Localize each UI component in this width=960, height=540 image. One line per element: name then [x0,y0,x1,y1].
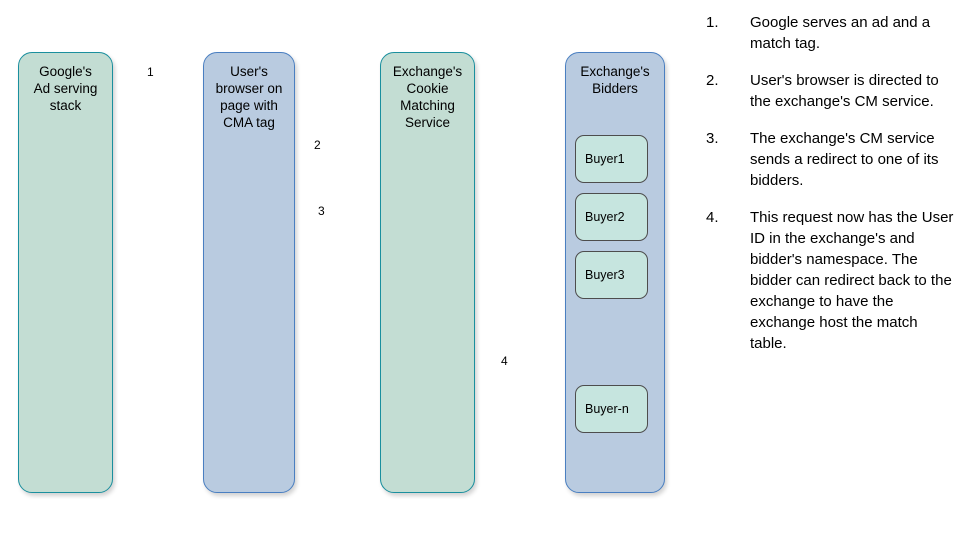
list-item: 4. This request now has the User ID in t… [706,207,954,354]
buyer-label-buyer3: Buyer3 [585,268,625,282]
buyer-label-buyer-n: Buyer-n [585,402,629,416]
step-text-1: Google serves an ad and a match tag. [750,14,931,52]
buyer-box-buyer1: Buyer1 [575,135,648,183]
step-number-2: 2. [706,72,719,89]
list-item: 1. Google serves an ad and a match tag. [706,12,954,54]
step-text-3: The exchange's CM service sends a redire… [750,130,939,189]
list-item: 2. User's browser is directed to the exc… [706,70,954,112]
lane-exchange-cookie-matching-service: Exchange's Cookie Matching Service [380,52,475,493]
step-text-4: This request now has the User ID in the … [750,209,954,352]
step-number-1: 1. [706,14,719,31]
buyer-box-buyer-n: Buyer-n [575,385,648,433]
step-number-4: 4. [706,209,719,226]
arrow-number-3: 3 [318,204,325,218]
lane-google-ad-serving-stack: Google's Ad serving stack [18,52,113,493]
buyer-label-buyer2: Buyer2 [585,210,625,224]
lane-label-exchange-cookie-matching-service: Exchange's Cookie Matching Service [392,64,463,130]
buyer-label-buyer1: Buyer1 [585,152,625,166]
lane-label-exchange-bidders: Exchange's Bidders [580,64,650,96]
buyer-box-buyer2: Buyer2 [575,193,648,241]
list-item: 3. The exchange's CM service sends a red… [706,128,954,191]
step-text-2: User's browser is directed to the exchan… [750,72,939,110]
step-number-3: 3. [706,130,719,147]
steps-list: 1. Google serves an ad and a match tag. … [706,12,954,370]
arrow-number-2: 2 [314,138,321,152]
lane-user-browser: User's browser on page with CMA tag [203,52,295,493]
lane-label-google-ad-serving-stack: Google's Ad serving stack [33,64,98,113]
buyer-box-buyer3: Buyer3 [575,251,648,299]
lane-label-user-browser: User's browser on page with CMA tag [215,64,283,130]
arrow-number-4: 4 [501,354,508,368]
arrow-number-1: 1 [147,65,154,79]
